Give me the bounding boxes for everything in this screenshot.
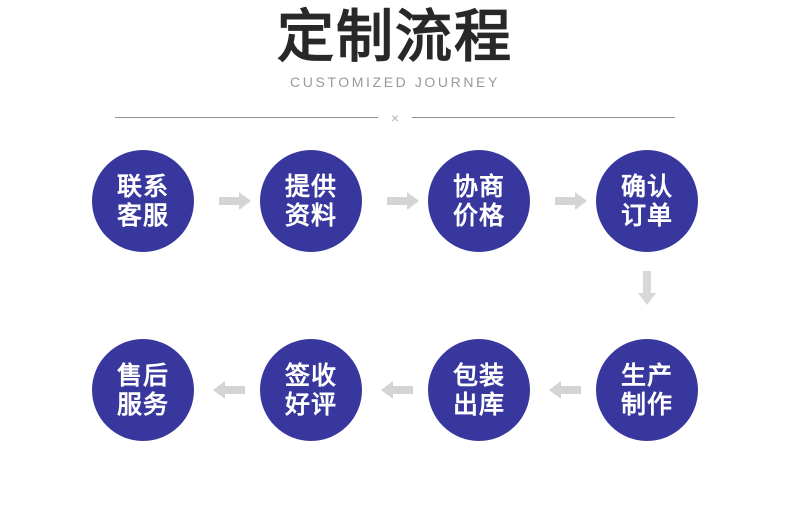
flow-node-packaging-shipment[interactable]: 包装 出库 xyxy=(428,339,530,441)
flow-node-provide-materials[interactable]: 提供 资料 xyxy=(260,150,362,252)
arrow-head xyxy=(549,381,561,399)
page-title: 定制流程 xyxy=(277,4,513,70)
arrow-down-icon xyxy=(635,271,659,305)
flow-node-confirm-order[interactable]: 确认 订单 xyxy=(596,150,698,252)
arrow-shaft xyxy=(393,386,413,394)
divider-rule-right xyxy=(412,117,675,118)
flow-node-receive-and-review[interactable]: 签收 好评 xyxy=(260,339,362,441)
arrow-right-icon xyxy=(387,189,419,213)
arrow-shaft xyxy=(225,386,245,394)
arrow-right-icon xyxy=(219,189,251,213)
arrow-head xyxy=(638,293,656,305)
flow-node-after-sales-service[interactable]: 售后 服务 xyxy=(92,339,194,441)
flow-node-label-line2: 资料 xyxy=(284,201,337,230)
arrow-right-icon xyxy=(555,189,587,213)
arrow-shaft xyxy=(555,197,575,205)
arrow-head xyxy=(575,192,587,210)
divider-rule-left xyxy=(115,117,378,118)
flow-node-label-line2: 价格 xyxy=(452,201,505,230)
arrow-head xyxy=(213,381,225,399)
flow-node-label-line1: 签收 xyxy=(284,361,337,390)
flow-node-label-line1: 售后 xyxy=(116,361,169,390)
flow-node-negotiate-price[interactable]: 协商 价格 xyxy=(428,150,530,252)
flow-node-label-line2: 服务 xyxy=(116,390,169,419)
flow-node-label-line1: 协商 xyxy=(452,172,505,201)
page-subtitle: CUSTOMIZED JOURNEY xyxy=(290,74,500,90)
header: 定制流程 CUSTOMIZED JOURNEY xyxy=(0,0,790,91)
flow-node-label-line2: 好评 xyxy=(284,390,337,419)
arrow-shaft xyxy=(561,386,581,394)
flow-node-label-line2: 制作 xyxy=(620,390,673,419)
arrow-head xyxy=(381,381,393,399)
flow-node-contact-support[interactable]: 联系 客服 xyxy=(92,150,194,252)
flow-node-label-line1: 确认 xyxy=(620,172,673,201)
arrow-left-icon xyxy=(549,378,581,402)
flow-node-label-line1: 生产 xyxy=(620,361,673,390)
flow-node-label-line1: 提供 xyxy=(284,172,337,201)
flow-node-label-line2: 订单 xyxy=(620,201,673,230)
arrow-head xyxy=(239,192,251,210)
divider-x-icon: × xyxy=(390,110,400,126)
flow-node-label-line1: 包装 xyxy=(452,361,505,390)
arrow-head xyxy=(407,192,419,210)
flow-node-label-line2: 出库 xyxy=(452,390,505,419)
arrow-shaft xyxy=(219,197,239,205)
section-divider: × xyxy=(115,110,675,126)
arrow-left-icon xyxy=(213,378,245,402)
flow-node-production[interactable]: 生产 制作 xyxy=(596,339,698,441)
arrow-shaft xyxy=(643,271,651,293)
arrow-shaft xyxy=(387,197,407,205)
arrow-left-icon xyxy=(381,378,413,402)
flow-node-label-line1: 联系 xyxy=(116,172,169,201)
flow-node-label-line2: 客服 xyxy=(116,201,169,230)
